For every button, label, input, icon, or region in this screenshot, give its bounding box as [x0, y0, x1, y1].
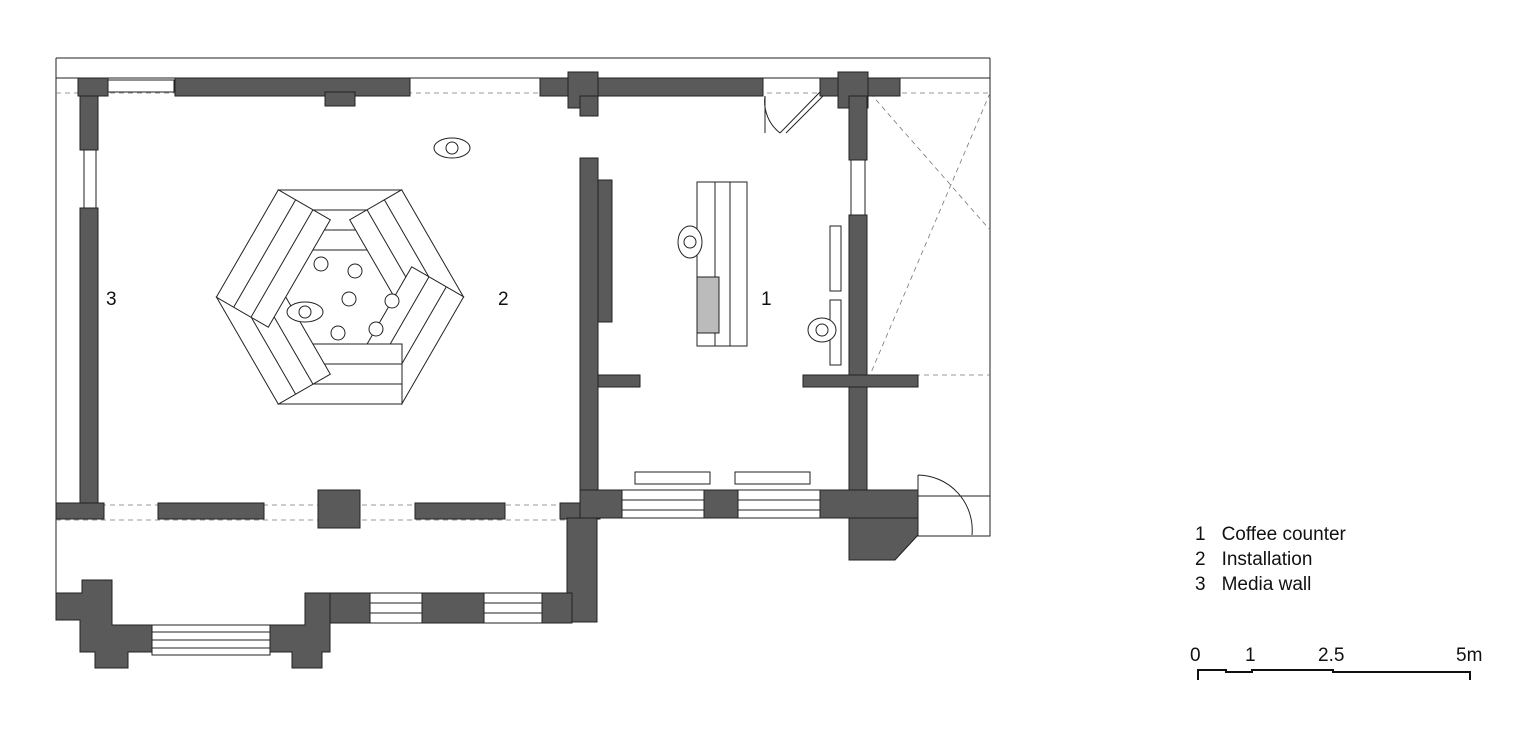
openings — [83, 79, 991, 656]
room-number-installation: 2 — [498, 289, 509, 310]
scale-bar — [1197, 669, 1471, 680]
scale-label-2-5: 2.5 — [1318, 645, 1345, 666]
legend: 1 Coffee counter 2 Installation 3 Media wal… — [1195, 522, 1346, 597]
installation — [215, 189, 465, 405]
legend-item: 2 Installation — [1195, 547, 1346, 572]
room-number-media: 3 — [106, 289, 117, 310]
legend-number: 2 — [1195, 549, 1206, 570]
legend-number: 3 — [1195, 574, 1206, 595]
legend-item: 3 Media wall — [1195, 572, 1346, 597]
legend-label: Media wall — [1221, 574, 1312, 595]
legend-number: 1 — [1195, 524, 1206, 545]
scale-label-5m: 5m — [1456, 645, 1483, 666]
room-number-coffee: 1 — [761, 289, 772, 310]
people — [286, 137, 837, 343]
coffee-counter — [597, 179, 842, 485]
legend-item: 1 Coffee counter — [1195, 522, 1346, 547]
walls — [55, 71, 919, 669]
legend-label: Installation — [1221, 549, 1313, 570]
scale-label-0: 0 — [1190, 645, 1201, 666]
legend-label: Coffee counter — [1221, 524, 1346, 545]
scale-label-1: 1 — [1245, 645, 1256, 666]
